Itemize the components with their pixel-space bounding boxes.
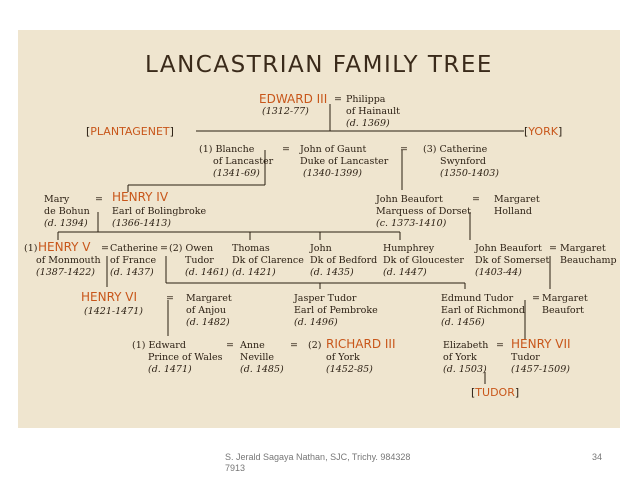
philippa-name: Philippa (346, 94, 386, 105)
john-of-gaunt-dates: (1340-1399) (303, 168, 362, 179)
catherine-of-france-name: Catherine (110, 243, 158, 254)
blanche-title: of Lancaster (213, 156, 274, 167)
margaret-beauchamp-title: Beauchamp (560, 255, 617, 266)
edward-prince-name: (1) Edward (132, 340, 186, 351)
henry-vii-name: HENRY VII (511, 337, 571, 351)
thomas-name: Thomas (232, 243, 270, 254)
equals-sign: = (166, 293, 174, 304)
henry-iv-title: Earl of Bolingbroke (112, 206, 207, 217)
henry-iv-dates: (1366-1413) (112, 218, 171, 229)
margaret-of-anjou-title: of Anjou (186, 305, 227, 316)
tudor-label: [TUDOR] (471, 386, 520, 399)
equals-sign: = (472, 194, 480, 205)
blanche-dates: (1341-69) (213, 168, 260, 179)
richard-iii-name: RICHARD III (326, 337, 396, 351)
edmund-tudor-name: Edmund Tudor (441, 293, 514, 304)
jasper-tudor-title: Earl of Pembroke (294, 305, 378, 316)
equals-sign: = (496, 340, 504, 351)
slide-image-panel (18, 30, 620, 428)
anne-neville-title: Neville (240, 352, 275, 363)
equals-sign: = (282, 144, 290, 155)
catherine-swynford-name: (3) Catherine (423, 144, 488, 155)
edward-iii-dates: (1312-77) (262, 106, 309, 117)
equals-sign: = (334, 94, 342, 105)
plantagenet-label: [PLANTAGENET] (86, 125, 174, 138)
henry-vii-dates: (1457-1509) (511, 364, 570, 375)
john-bedford-title: Dk of Bedford (310, 255, 378, 266)
footer-credit: S. Jerald Sagaya Nathan, SJC, Trichy. 98… (225, 452, 411, 473)
equals-sign: = (400, 144, 408, 155)
henry-v-prefix: (1) (24, 243, 38, 254)
john-of-gaunt-title: Duke of Lancaster (300, 156, 389, 167)
edmund-tudor-dates: (d. 1456) (441, 317, 485, 328)
equals-sign: = (532, 293, 540, 304)
humphrey-title: Dk of Gloucester (383, 255, 464, 266)
margaret-holland-title: Holland (494, 206, 532, 217)
mary-de-bohun-title: de Bohun (44, 206, 90, 217)
thomas-title: Dk of Clarence (232, 255, 304, 266)
mary-de-bohun-name: Mary (44, 194, 70, 205)
jasper-tudor-dates: (d. 1496) (294, 317, 338, 328)
catherine-swynford-dates: (1350-1403) (440, 168, 499, 179)
edward-prince-title: Prince of Wales (148, 352, 223, 363)
mary-de-bohun-dates: (d. 1394) (44, 218, 88, 229)
richard-iii-title: of York (326, 352, 360, 363)
henry-vi-dates: (1421-1471) (84, 306, 143, 317)
john-beaufort-somerset-title: Dk of Somerset (475, 255, 550, 266)
anne-neville-name: Anne (240, 340, 265, 351)
catherine-of-france-dates: (d. 1437) (110, 267, 154, 278)
margaret-beaufort-name: Margaret (542, 293, 588, 304)
owen-tudor-dates: (d. 1461) (185, 267, 229, 278)
richard-iii-dates: (1452-85) (326, 364, 373, 375)
equals-sign: = (101, 243, 109, 254)
equals-sign: = (160, 243, 168, 254)
owen-tudor-name: (2) Owen (169, 243, 214, 254)
thomas-dates: (d. 1421) (232, 267, 276, 278)
catherine-of-france-title: of France (110, 255, 157, 266)
anne-neville-dates: (d. 1485) (240, 364, 284, 375)
elizabeth-of-york-title: of York (443, 352, 477, 363)
edmund-tudor-title: Earl of Richmond (441, 305, 526, 316)
philippa-title: of Hainault (346, 106, 400, 117)
margaret-of-anjou-dates: (d. 1482) (186, 317, 230, 328)
equals-sign: = (95, 194, 103, 205)
humphrey-name: Humphrey (383, 243, 435, 254)
equals-sign: = (226, 340, 234, 351)
john-beaufort-dorset-name: John Beaufort (376, 194, 443, 205)
catherine-swynford-title: Swynford (440, 156, 486, 167)
page-number: 34 (592, 452, 603, 462)
page-title: LANCASTRIAN FAMILY TREE (145, 52, 493, 78)
john-beaufort-dorset-dates: (c. 1373-1410) (376, 218, 447, 229)
henry-iv-name: HENRY IV (112, 190, 169, 204)
edward-prince-dates: (d. 1471) (148, 364, 192, 375)
jasper-tudor-name: Jasper Tudor (294, 293, 357, 304)
philippa-dates: (d. 1369) (346, 118, 390, 129)
henry-v-dates: (1387-1422) (36, 267, 95, 278)
owen-tudor-title: Tudor (185, 255, 214, 266)
henry-v-title: of Monmouth (36, 255, 101, 266)
blanche-name: (1) Blanche (199, 144, 255, 155)
margaret-beauchamp-name: Margaret (560, 243, 606, 254)
henry-vi-name: HENRY VI (81, 290, 138, 304)
john-of-gaunt-name: John of Gaunt (300, 144, 367, 155)
john-bedford-name: John (310, 243, 332, 254)
henry-vii-title: Tudor (511, 352, 540, 363)
edward-iii-name: EDWARD III (259, 92, 328, 106)
equals-sign: = (290, 340, 298, 351)
margaret-of-anjou-name: Margaret (186, 293, 232, 304)
elizabeth-of-york-dates: (d. 1503) (443, 364, 487, 375)
john-beaufort-dorset-title: Marquess of Dorset (376, 206, 471, 217)
elizabeth-of-york-name: Elizabeth (443, 340, 489, 351)
equals-sign: = (549, 243, 557, 254)
richard-iii-prefix: (2) (308, 340, 322, 351)
john-beaufort-somerset-name: John Beaufort (475, 243, 542, 254)
margaret-holland-name: Margaret (494, 194, 540, 205)
henry-v-name: HENRY V (38, 240, 91, 254)
york-label: [YORK] (524, 125, 563, 138)
john-bedford-dates: (d. 1435) (310, 267, 354, 278)
john-beaufort-somerset-dates: (1403-44) (475, 267, 522, 278)
margaret-beaufort-title: Beaufort (542, 305, 584, 316)
humphrey-dates: (d. 1447) (383, 267, 427, 278)
